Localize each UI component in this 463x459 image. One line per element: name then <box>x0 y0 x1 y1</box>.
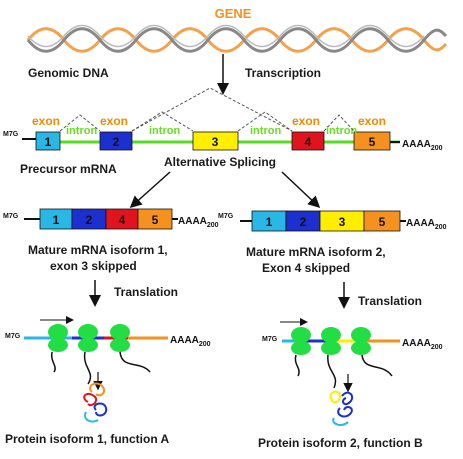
exon-number: 5 <box>379 215 386 229</box>
protein-isoform2-label: Protein isoform 2, function B <box>258 436 423 450</box>
isoform1-tail: AAAA200 <box>178 216 219 229</box>
dna-helix <box>26 24 448 53</box>
exon-number: 5 <box>152 213 159 227</box>
isoform2-label-line1: Mature mRNA isoform 2, <box>246 245 386 259</box>
exon-label: exon <box>292 114 320 128</box>
splice-lines <box>59 87 355 132</box>
exon-label: exon <box>100 114 128 128</box>
isoform1-label-line1: Mature mRNA isoform 1, <box>28 243 168 257</box>
precursor-exon-1 <box>35 131 61 151</box>
exon-number: 2 <box>86 213 93 227</box>
genomic-dna-label: Genomic DNA <box>28 66 109 80</box>
intron-label: intron <box>66 125 97 137</box>
exon-number: 4 <box>305 135 312 149</box>
precursor-exon-3 <box>192 131 239 151</box>
translation-label-1: Translation <box>114 285 178 299</box>
ribosome <box>48 324 68 340</box>
protein-isoform2-icon <box>329 390 354 426</box>
isoform2-label-line2: Exon 4 skipped <box>262 261 350 275</box>
exon-number: 1 <box>53 213 60 227</box>
isoform1-mrna: M7G 1 2 4 5 AAAA200 <box>3 208 219 230</box>
precursor-tail: AAAA200 <box>402 139 443 152</box>
svg-text:AAAA200: AAAA200 <box>170 335 211 348</box>
protein-isoform1-icon <box>83 382 108 423</box>
isoform2-mrna: M7G 1 2 3 5 AAAA200 <box>218 210 447 232</box>
alternative-splicing-label: Alternative Splicing <box>164 155 276 169</box>
exon-number: 2 <box>113 135 120 149</box>
splice-arrow-right <box>281 171 321 209</box>
exon-label: exon <box>32 114 60 128</box>
exon-number: 3 <box>212 135 219 149</box>
ribosome <box>291 327 311 343</box>
precursor-exon-2 <box>99 131 133 151</box>
exon-number: 4 <box>119 213 126 227</box>
isoform2-cap: M7G <box>218 213 234 220</box>
exon-label: exon <box>358 114 386 128</box>
intron-label: intron <box>250 125 281 137</box>
svg-text:M7G: M7G <box>262 336 278 343</box>
precursor-exon-4 <box>291 131 325 151</box>
isoform2-tail: AAAA200 <box>406 218 447 231</box>
exon-number: 1 <box>45 135 52 149</box>
precursor-label: Precursor mRNA <box>20 162 117 176</box>
isoform1-cap: M7G <box>3 213 19 220</box>
splice-arrow-left <box>129 171 171 209</box>
intron-label: intron <box>326 125 357 137</box>
exon-number: 5 <box>369 135 376 149</box>
exon-number: 2 <box>300 215 307 229</box>
isoform2-translation: M7G AAAA200 <box>262 318 443 426</box>
ribosome <box>321 327 341 343</box>
protein-isoform1-label: Protein isoform 1, function A <box>5 432 170 446</box>
precursor-cap: M7G <box>3 131 19 138</box>
exon-number: 3 <box>339 215 346 229</box>
precursor-mrna: M7G 1 2 3 4 5 AAAA200 exon exon exon exo… <box>3 87 443 152</box>
translation-label-2: Translation <box>358 294 422 308</box>
ribosome <box>351 327 371 343</box>
exon-number: 1 <box>266 215 273 229</box>
gene-label: GENE <box>215 6 252 21</box>
ribosome <box>110 324 130 340</box>
svg-text:M7G: M7G <box>5 333 21 340</box>
svg-text:AAAA200: AAAA200 <box>402 338 443 351</box>
intron-label: intron <box>149 125 180 137</box>
transcription-label: Transcription <box>245 66 321 80</box>
ribosome <box>78 324 98 340</box>
isoform1-translation: M7G AAAA200 <box>5 316 211 423</box>
isoform1-label-line2: exon 3 skipped <box>50 259 137 273</box>
